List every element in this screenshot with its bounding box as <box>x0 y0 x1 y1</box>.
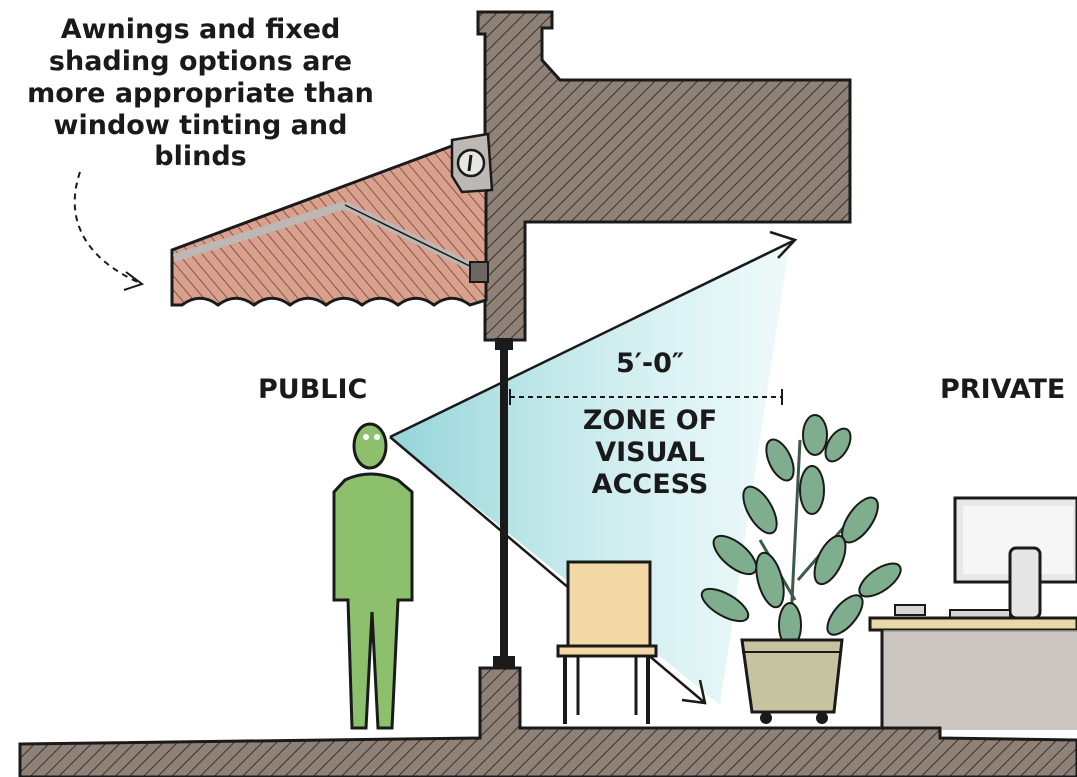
chair <box>556 560 658 724</box>
awning-front-bar <box>172 201 347 262</box>
sightline-cone <box>390 240 790 705</box>
awning-crank-handle <box>467 154 473 172</box>
sightline-lower-arrow <box>389 436 706 704</box>
awning-arm-bracket <box>469 261 489 283</box>
sightline-upper-arrowhead <box>769 230 798 259</box>
visual-access-zone-label: ZONE OF VISUAL ACCESS <box>582 405 718 500</box>
sightline-lower-arrowhead <box>681 679 707 705</box>
public-zone-label: PUBLIC <box>258 374 368 405</box>
floor-and-ground <box>18 666 1077 777</box>
upper-wall-and-ceiling <box>476 10 852 342</box>
window-glass <box>500 340 508 662</box>
pedestrian-figure <box>332 422 414 730</box>
callout-arrow <box>73 171 141 284</box>
callout-arrowhead <box>123 271 145 291</box>
window-head-clip <box>495 338 513 350</box>
private-zone-label: PRIVATE <box>940 374 1066 405</box>
awning-canopy <box>170 138 488 307</box>
potted-plant <box>700 414 902 724</box>
sightline-upper-arrow <box>389 238 796 439</box>
office-desk <box>868 496 1077 730</box>
dimension-label: 5′-0″ <box>616 348 684 379</box>
awning-callout-text: Awnings and fixed shading options are mo… <box>27 14 374 173</box>
awning-arm-outline <box>344 204 483 273</box>
